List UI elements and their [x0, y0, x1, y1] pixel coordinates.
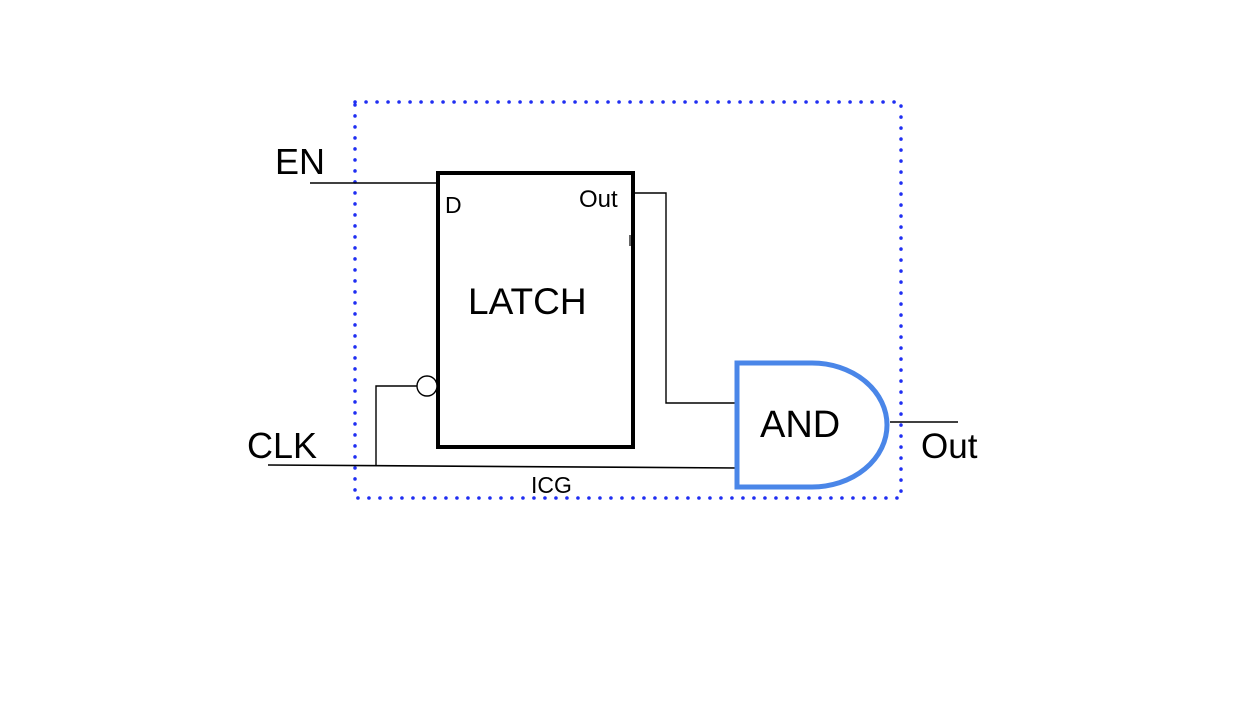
clk-branch-wire	[375, 385, 417, 465]
d-pin-label: D	[445, 192, 462, 218]
latch-out-wire	[633, 192, 738, 404]
clk-label: CLK	[247, 425, 317, 466]
inverter-bubble	[416, 375, 438, 397]
latch-label: LATCH	[468, 281, 587, 322]
clk-wire	[267, 464, 739, 469]
output-label: Out	[921, 427, 978, 466]
en-label: EN	[275, 141, 325, 182]
latch-block	[436, 171, 635, 449]
latch-out-pin-label: Out	[579, 186, 618, 213]
icg-label: ICG	[531, 472, 572, 498]
and-gate-label: AND	[760, 404, 840, 446]
and-gate	[734, 360, 890, 490]
